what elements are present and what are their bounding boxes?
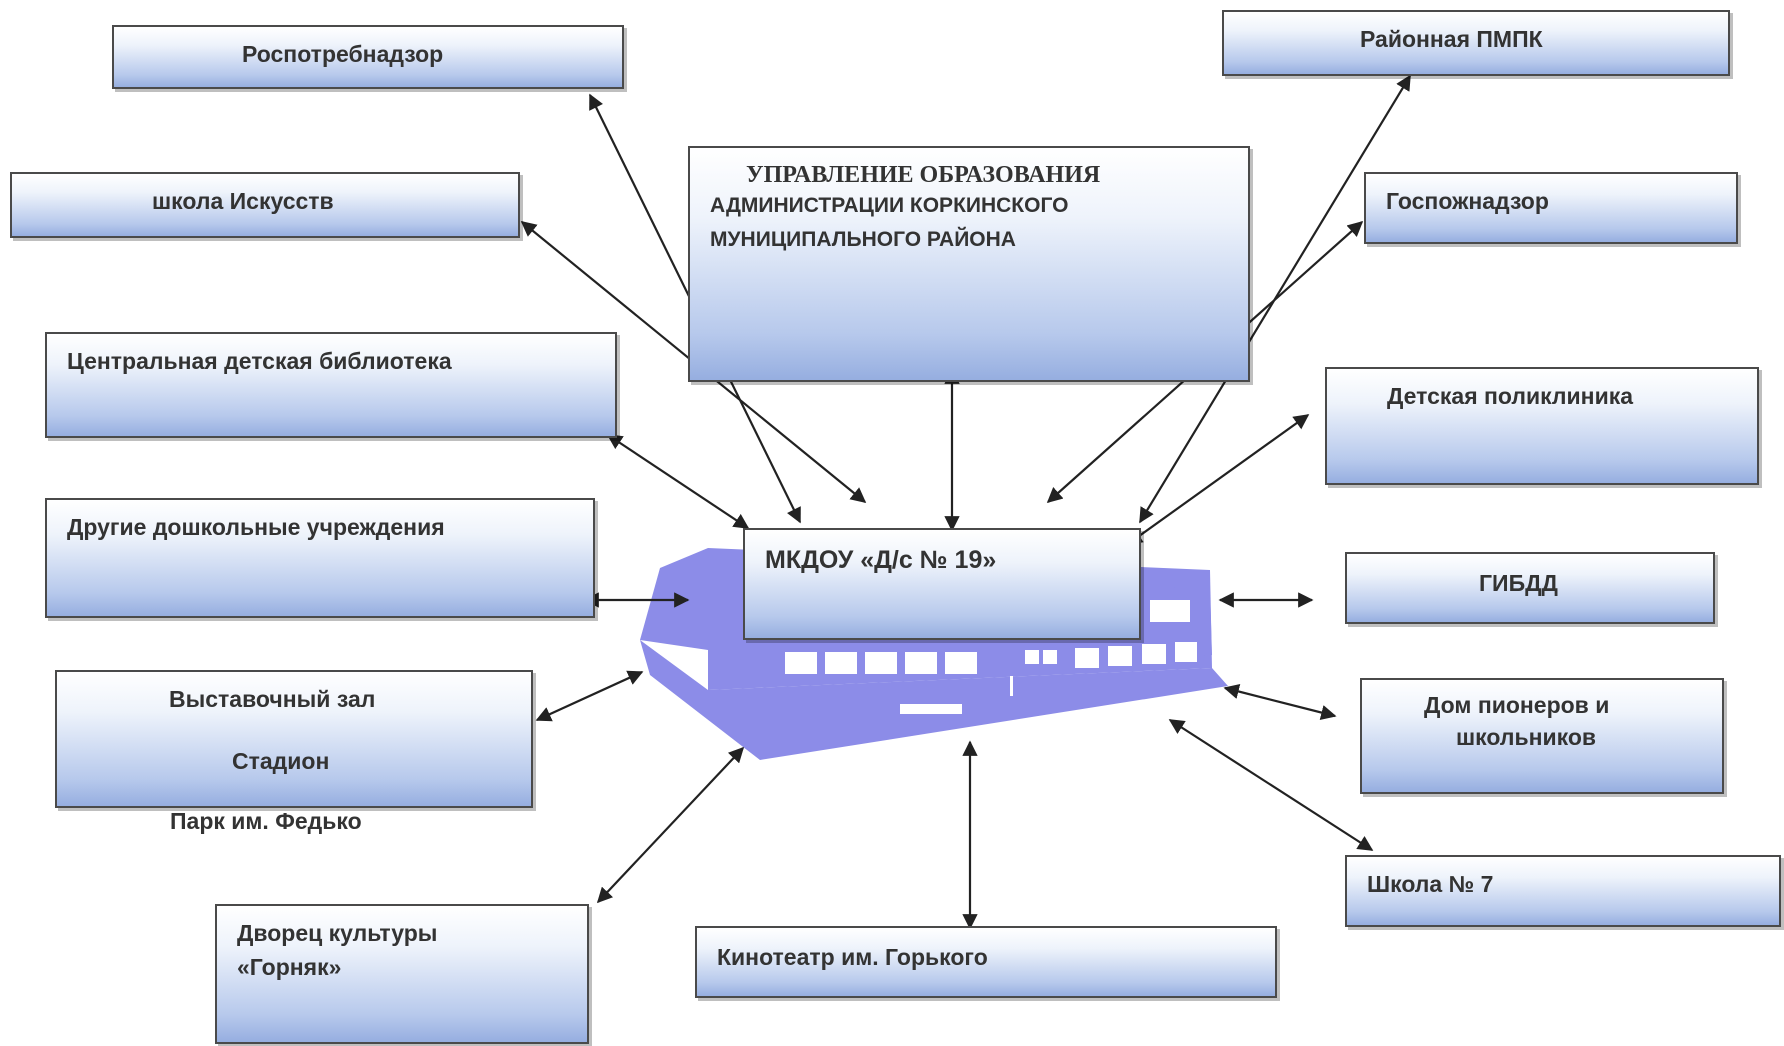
node-pioneers-house: Дом пионеров и школьников — [1360, 678, 1724, 794]
admin-title-line3: МУНИЦИПАЛЬНОГО РАЙОНА — [710, 228, 1016, 251]
node-label-line1: Дворец культуры — [237, 920, 438, 946]
link-exhibition-stadium — [535, 670, 644, 722]
node-pmpk: Районная ПМПК — [1222, 10, 1730, 76]
node-cinema: Кинотеатр им. Горького — [695, 926, 1277, 998]
node-label-exhibition: Выставочный зал — [169, 686, 376, 712]
node-polyclinic: Детская поликлиника — [1325, 367, 1759, 485]
node-label: Другие дошкольные учреждения — [67, 514, 445, 540]
admin-title-line2: АДМИНИСТРАЦИИ КОРКИНСКОГО — [710, 194, 1069, 217]
link-palace-of-culture — [596, 746, 745, 904]
node-central-library: Центральная детская библиотека — [45, 332, 617, 438]
node-gospozhnadzor: Госпожнадзор — [1364, 172, 1738, 244]
link-pioneers-house — [1223, 683, 1337, 721]
node-admin: УПРАВЛЕНИЕ ОБРАЗОВАНИЯ АДМИНИСТРАЦИИ КОР… — [688, 146, 1250, 382]
node-school-7: Школа № 7 — [1345, 855, 1781, 927]
node-label: Роспотребнадзор — [242, 41, 444, 67]
admin-title-line1: УПРАВЛЕНИЕ ОБРАЗОВАНИЯ — [746, 162, 1101, 188]
node-label-line2: школьников — [1456, 724, 1597, 750]
center-label: МКДОУ «Д/с № 19» — [765, 546, 997, 574]
node-palace-of-culture: Дворец культуры «Горняк» — [215, 904, 589, 1044]
node-label: Центральная детская библиотека — [67, 348, 452, 374]
node-exhibition-stadium: Выставочный зал Стадион — [55, 670, 533, 808]
node-label-stadium: Стадион — [232, 748, 330, 774]
node-label: Кинотеатр им. Горького — [717, 944, 988, 970]
node-label: Школа № 7 — [1367, 871, 1494, 897]
node-school-of-arts: школа Искусств — [10, 172, 520, 238]
node-label-line1: Дом пионеров и — [1424, 692, 1610, 718]
node-label-line2: «Горняк» — [237, 954, 342, 980]
node-label: Госпожнадзор — [1386, 188, 1549, 214]
node-label: Районная ПМПК — [1360, 26, 1543, 52]
link-polyclinic — [1126, 414, 1310, 545]
link-central-library — [606, 434, 750, 529]
node-rospotrebnadzor: Роспотребнадзор — [112, 25, 624, 89]
node-label: Детская поликлиника — [1387, 383, 1634, 409]
node-center-kindergarten: МКДОУ «Д/с № 19» — [743, 528, 1141, 640]
node-label: школа Искусств — [152, 188, 334, 214]
node-label: ГИБДД — [1479, 570, 1558, 596]
node-gibdd: ГИБДД — [1345, 552, 1715, 624]
link-school-7 — [1168, 719, 1374, 851]
node-other-preschools: Другие дошкольные учреждения — [45, 498, 595, 618]
label-park: Парк им. Федько — [170, 808, 362, 834]
